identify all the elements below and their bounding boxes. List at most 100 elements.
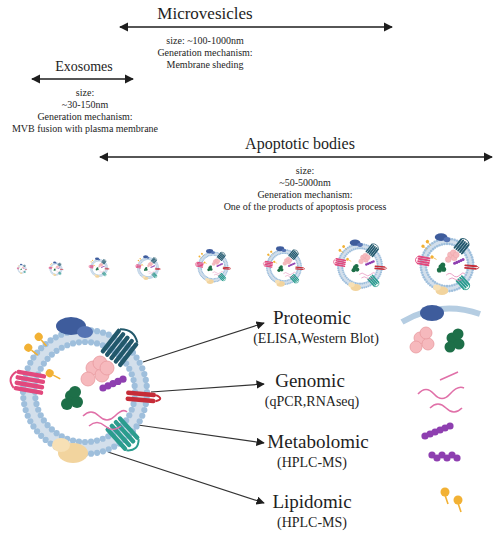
- phospholipid-head: [64, 342, 70, 348]
- protein-helix: [102, 273, 105, 276]
- phospholipid-head: [224, 269, 225, 270]
- phospholipid-head: [224, 265, 225, 266]
- cargo-protein: [54, 268, 55, 269]
- vesicle-lumen: [18, 265, 26, 273]
- protein-helix: [49, 268, 52, 270]
- phospholipid-head: [215, 252, 216, 253]
- omics-label: Genomic: [275, 371, 345, 391]
- phospholipid-head: [52, 264, 54, 266]
- phospholipid-head: [225, 258, 226, 259]
- transmembrane-protein: [23, 271, 26, 274]
- cargo-protein: [212, 262, 215, 265]
- protein-loop: [105, 275, 107, 277]
- metabolite-icon: [446, 422, 453, 429]
- phospholipid-head: [141, 371, 147, 377]
- protein-helix: [49, 267, 52, 269]
- phospholipid-head: [296, 261, 298, 263]
- phospholipid-head: [140, 260, 141, 261]
- protein-helix: [105, 427, 128, 452]
- membrane-protein: [20, 264, 22, 265]
- phospholipid-head: [147, 259, 148, 260]
- phospholipid-head: [158, 271, 159, 272]
- phospholipid-head: [156, 273, 157, 274]
- phospholipid-head: [285, 280, 287, 282]
- phospholipid-head: [342, 269, 344, 271]
- metabolite: [154, 265, 155, 266]
- lipid-head: [338, 248, 342, 252]
- phospholipid-head: [24, 266, 25, 267]
- method-label: (qPCR,RNAseq): [265, 395, 360, 410]
- protein-helix: [23, 265, 25, 267]
- rna-strand: [56, 272, 59, 274]
- phospholipid-head: [150, 275, 151, 276]
- phospholipid-head: [198, 271, 199, 272]
- phospholipid-head: [82, 439, 88, 445]
- protein-loop: [465, 285, 471, 291]
- phospholipid-head: [451, 238, 454, 241]
- phospholipid-head: [359, 283, 361, 285]
- mechanism-label: Generation mechanism:: [37, 112, 132, 123]
- phospholipid-head: [141, 273, 142, 274]
- phospholipid-head: [139, 273, 140, 274]
- cargo-protein: [207, 268, 210, 271]
- phospholipid-head: [52, 272, 54, 274]
- cargo-protein: [445, 257, 451, 263]
- phospholipid-head: [17, 268, 18, 269]
- cargo-protein: [280, 265, 283, 268]
- extracellular-vesicle: [415, 233, 479, 295]
- phospholipid-head: [91, 273, 93, 275]
- protein-helix: [24, 265, 26, 267]
- phospholipid-head: [453, 289, 456, 292]
- phospholipid-head: [148, 259, 149, 260]
- metabolite: [101, 266, 103, 268]
- phospholipid-head: [365, 286, 367, 288]
- phospholipid-head: [363, 282, 365, 284]
- protein-helix: [117, 341, 139, 367]
- vesicle-type-title: Exosomes: [55, 60, 113, 75]
- phospholipid-head: [298, 258, 300, 260]
- phospholipid-head: [423, 276, 426, 279]
- phospholipid-head: [59, 345, 65, 351]
- membrane-protein: [205, 278, 209, 281]
- phospholipid-head: [25, 270, 26, 271]
- phospholipid-head: [141, 407, 147, 413]
- phospholipid-head: [106, 265, 108, 267]
- phospholipid-head: [18, 266, 19, 267]
- phospholipid-head: [104, 264, 106, 266]
- phospholipid-head: [451, 289, 454, 292]
- lipid-molecule: [92, 260, 94, 262]
- phospholipid-head: [158, 266, 159, 267]
- metabolite: [58, 267, 60, 269]
- omics-label: Proteomic: [273, 308, 351, 328]
- protein-loop: [462, 237, 471, 244]
- phospholipid-head: [49, 269, 51, 271]
- phospholipid-head: [101, 275, 103, 277]
- cargo-protein: [21, 267, 23, 269]
- phospholipid-head: [139, 413, 145, 419]
- phospholipid-head: [20, 395, 26, 401]
- phospholipid-head: [49, 271, 51, 273]
- transmembrane-protein: [333, 258, 346, 267]
- phospholipid-head: [18, 271, 19, 272]
- protein-loop: [333, 258, 336, 264]
- protein-helix: [58, 263, 60, 266]
- transmembrane-protein: [367, 274, 381, 288]
- analysis-arrow: [151, 384, 264, 392]
- phospholipid-head: [458, 287, 461, 290]
- phospholipid-head: [21, 264, 22, 265]
- phospholipid-head: [105, 265, 107, 267]
- phospholipid-head: [448, 285, 451, 288]
- protein-loop: [9, 371, 16, 388]
- membrane-protein: [357, 243, 363, 247]
- membrane-protein: [433, 284, 441, 290]
- phospholipid-head: [207, 256, 208, 257]
- phospholipid-head: [434, 246, 437, 249]
- size-value: ~50-5000nm: [279, 178, 331, 189]
- phospholipid-head: [349, 246, 351, 248]
- rna-strand: [83, 411, 127, 420]
- phospholipid-head: [155, 264, 156, 265]
- phospholipid-head: [92, 270, 94, 272]
- phospholipid-head: [51, 273, 53, 275]
- protein-loop: [104, 259, 107, 261]
